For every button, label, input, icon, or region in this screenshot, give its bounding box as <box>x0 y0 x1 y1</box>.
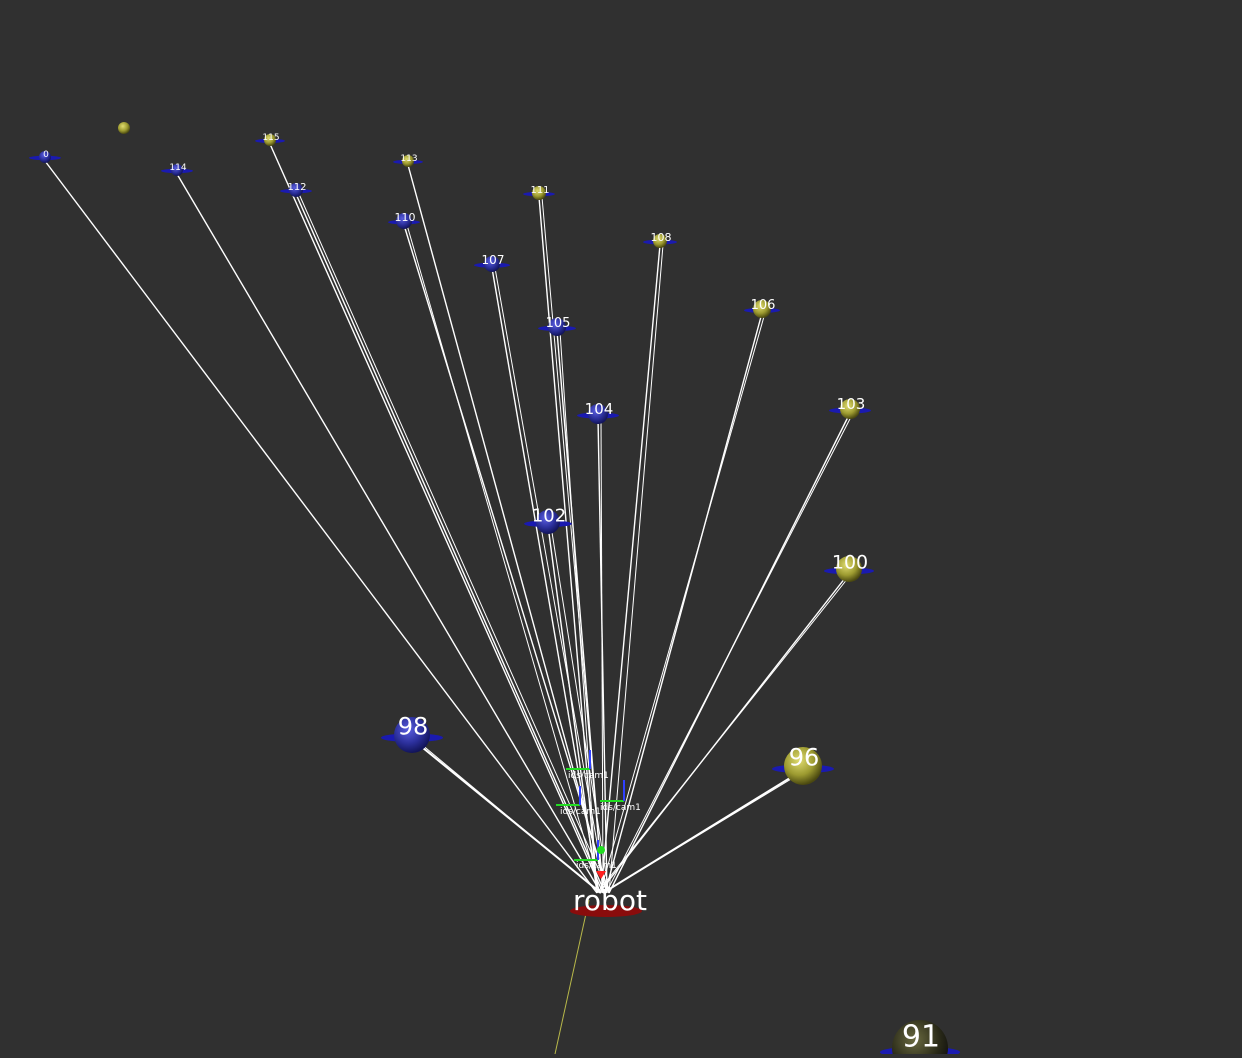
landmark-sphere <box>892 1020 948 1058</box>
landmark-sphere <box>840 399 860 419</box>
ray-line <box>406 224 601 894</box>
landmark-sphere <box>394 717 430 753</box>
landmark-sphere <box>264 134 276 146</box>
trajectory-path <box>554 899 590 1055</box>
landmark-102[interactable]: 102 <box>524 506 572 534</box>
landmark-96[interactable]: 96 <box>772 743 834 785</box>
landmark-114[interactable]: 114 <box>161 163 193 176</box>
frame-marker[interactable]: ids/cam1 <box>566 750 609 781</box>
landmark-112[interactable]: 112 <box>280 182 312 197</box>
landmark-label: 114 <box>169 163 186 173</box>
landmark-sphere <box>836 556 862 582</box>
ray-line <box>600 417 604 894</box>
robot-base <box>570 905 642 917</box>
landmark-91[interactable]: 91 <box>880 1020 960 1058</box>
frame-marker[interactable]: ids/cam1 <box>556 786 601 817</box>
landmark-sphere <box>396 213 412 229</box>
landmark-sphere <box>784 747 822 785</box>
landmark-sphere <box>402 155 414 167</box>
landmark-105[interactable]: 105 <box>538 316 576 336</box>
landmark-sphere <box>588 404 608 424</box>
landmark-label: 105 <box>546 316 571 331</box>
ray-line <box>44 160 598 894</box>
landmark-111[interactable]: 111 <box>523 185 555 200</box>
landmark-label: 108 <box>651 231 672 244</box>
landmark-98[interactable]: 98 <box>381 712 443 753</box>
landmark-label: 104 <box>585 400 614 418</box>
landmark-label: 115 <box>262 133 279 143</box>
landmark-100[interactable]: 100 <box>824 552 874 582</box>
landmark-sphere <box>536 510 560 534</box>
landmark-sphere <box>653 234 667 248</box>
landmark-107[interactable]: 107 <box>474 253 510 272</box>
ray-line <box>414 738 601 894</box>
landmark-label: 110 <box>395 211 416 224</box>
ray-line <box>295 193 606 894</box>
frame-marker[interactable]: ids/cam1 <box>600 780 641 813</box>
landmark-label: 96 <box>789 743 820 771</box>
landmark-0[interactable]: 0 <box>29 150 61 163</box>
ray-line <box>602 769 807 894</box>
landmark-label: 111 <box>530 185 549 196</box>
ray-line <box>403 224 610 894</box>
landmark-label: 112 <box>287 182 306 193</box>
ray-line <box>559 330 598 894</box>
landmark-label: 102 <box>532 506 566 527</box>
ray-line <box>604 312 763 894</box>
landmark-sphere <box>484 256 500 272</box>
ray-line <box>550 525 610 894</box>
landmark-sphere <box>532 186 546 200</box>
landmark-108[interactable]: 108 <box>643 231 677 248</box>
camera-frames: ids/cam1 ids/cam1 ids/cam1 ids/cam1 <box>556 750 641 871</box>
ray-line <box>600 244 661 894</box>
landmark-sphere <box>753 300 771 318</box>
landmark-sphere <box>171 164 183 176</box>
landmark-106[interactable]: 106 <box>744 298 780 318</box>
landmark-110[interactable]: 110 <box>388 211 420 229</box>
ray-line <box>407 164 608 894</box>
landmark-label: 113 <box>400 154 417 164</box>
ray-line <box>605 412 854 894</box>
robot-marker[interactable]: robot <box>570 871 647 917</box>
robot-arrow-icon <box>596 871 606 879</box>
observation-rays <box>44 143 854 894</box>
landmark-113[interactable]: 113 <box>393 154 423 167</box>
ray-line <box>547 525 598 894</box>
landmark-sphere <box>548 318 566 336</box>
ray-line <box>494 267 607 894</box>
ray-line <box>269 143 604 894</box>
ray-line <box>176 173 602 894</box>
frame-label: ids/cam1 <box>560 807 601 817</box>
landmark-label: 100 <box>832 552 868 574</box>
frame-label: ids/cam1 <box>568 771 609 781</box>
landmark-sphere <box>118 122 130 134</box>
frame-label: ids/cam1 <box>576 861 617 871</box>
ray-line <box>599 312 766 894</box>
landmark-label: 91 <box>902 1020 940 1054</box>
landmark-104[interactable]: 104 <box>577 400 619 424</box>
landmark-label: 106 <box>751 298 776 313</box>
landmark-nodes: 0 114 115 112 113 110 111 107 108 105 106 104 103 102… <box>29 122 960 1058</box>
landmark-label: 107 <box>482 253 505 267</box>
ray-line <box>556 330 604 894</box>
ray-line <box>538 196 598 894</box>
robot-label: robot <box>573 884 647 917</box>
ray-line <box>608 244 664 894</box>
frame-label: ids/cam1 <box>600 803 641 813</box>
landmark-103[interactable]: 103 <box>829 395 871 419</box>
ray-line <box>298 193 610 894</box>
landmark-sphere <box>289 183 303 197</box>
landmark-label: 98 <box>398 712 429 740</box>
landmark-unlabeled[interactable] <box>118 122 130 134</box>
ray-line <box>491 267 600 894</box>
landmark-sphere <box>39 151 51 163</box>
landmark-label: 103 <box>837 395 866 413</box>
ray-line <box>596 572 853 894</box>
landmark-label: 0 <box>43 150 49 160</box>
landmark-115[interactable]: 115 <box>255 133 285 146</box>
frame-marker[interactable]: ids/cam1 <box>574 840 617 871</box>
